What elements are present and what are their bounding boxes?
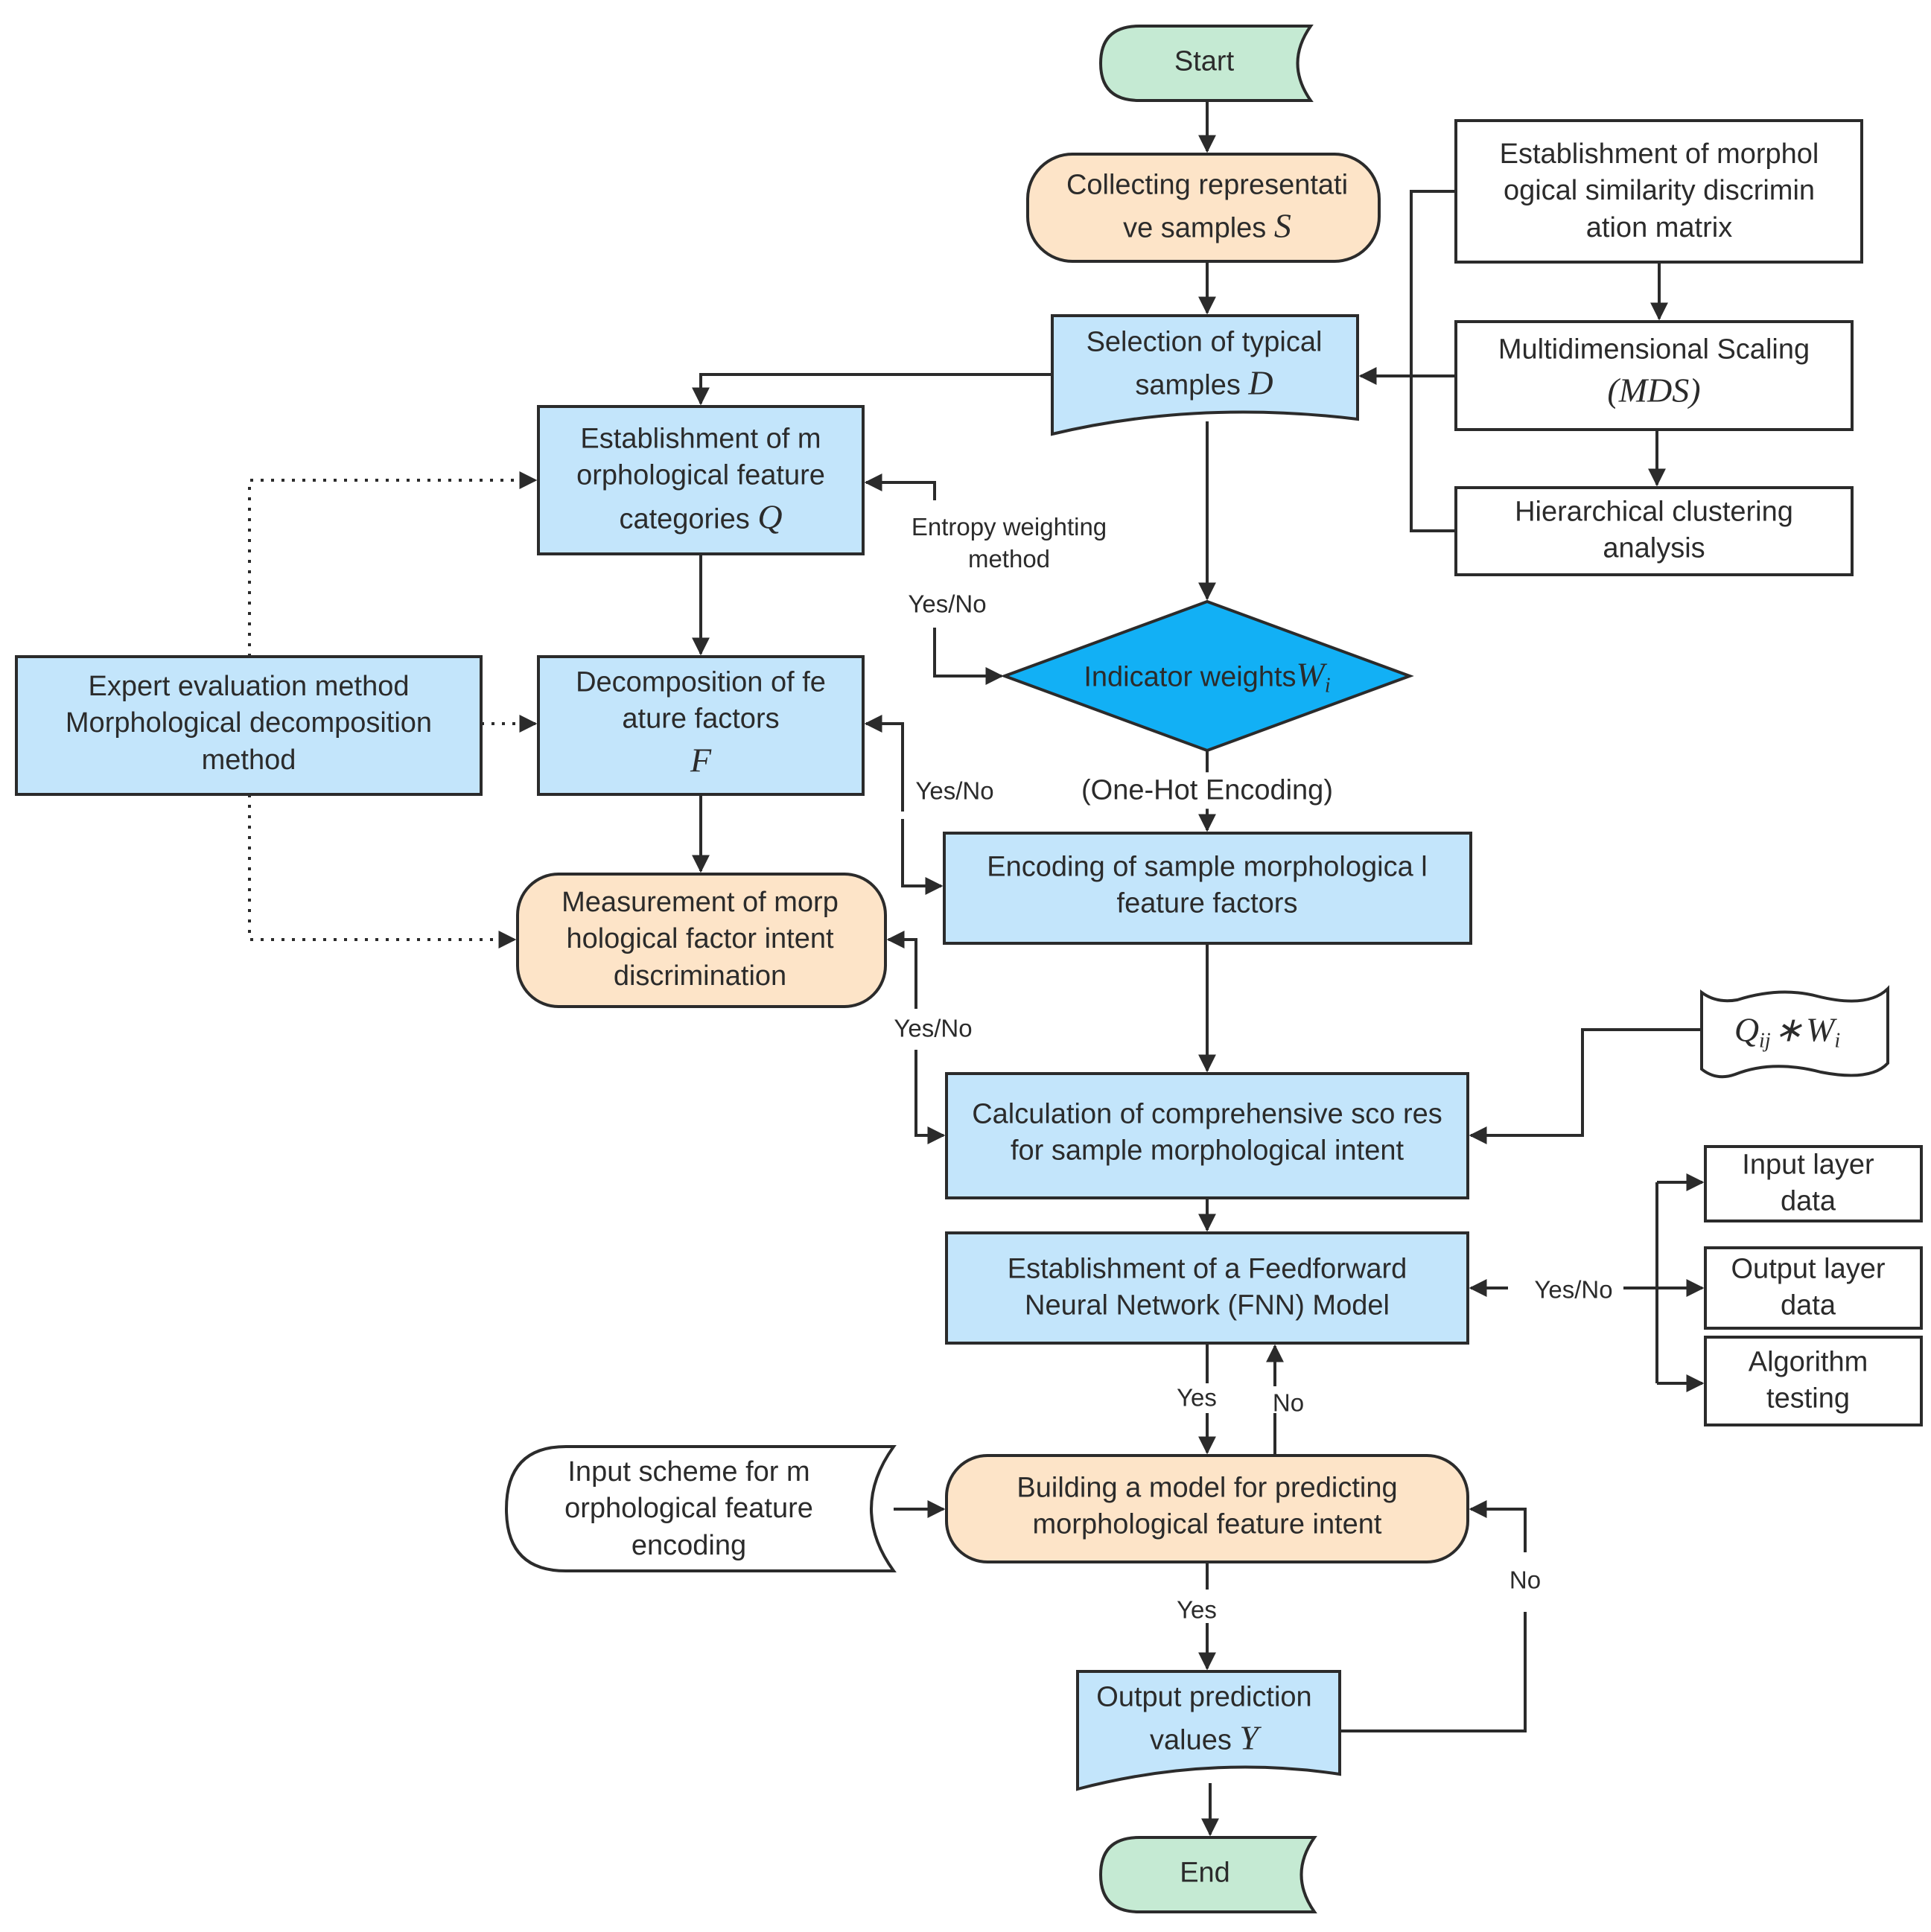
fnn-node	[945, 1231, 1469, 1345]
output-pred-node	[1076, 1670, 1341, 1791]
calculation-node	[945, 1072, 1469, 1199]
algorithm-node	[1704, 1336, 1923, 1426]
edge-measure-calc-down	[914, 1050, 946, 1144]
hierarchical-node	[1454, 486, 1854, 576]
edge-right-bracket	[1410, 190, 1456, 532]
output-layer-node	[1704, 1246, 1923, 1330]
edge-selection-categories	[692, 373, 1052, 406]
measurement-node	[516, 873, 887, 1008]
edge-yesno-indicator	[933, 628, 1004, 685]
indicator-node	[1000, 599, 1414, 753]
edge-decomp-encoding	[864, 715, 904, 812]
edge-entropy-yesno	[864, 474, 936, 500]
edge-qw-calc	[1469, 1028, 1702, 1144]
decomposition-node	[537, 655, 865, 796]
expert-node	[15, 655, 483, 796]
mds-node	[1454, 320, 1854, 431]
building-node	[945, 1454, 1469, 1563]
encoding-node	[943, 832, 1472, 945]
edge-expert-categories	[248, 471, 538, 657]
end-node	[1098, 1836, 1317, 1913]
input-layer-node	[1704, 1145, 1923, 1222]
collecting-node	[1026, 153, 1381, 263]
qw-node	[1700, 985, 1889, 1079]
similarity-matrix-node	[1454, 119, 1863, 264]
selection-node	[1051, 314, 1359, 436]
edge-measure-calc-up	[886, 931, 917, 1009]
edge-yesno2-encoding	[901, 819, 944, 895]
edge-expert-measure	[248, 794, 517, 949]
input-scheme-node	[504, 1445, 897, 1572]
edge-output-building-no	[1340, 1509, 1527, 1732]
categories-node	[537, 405, 865, 555]
start-node	[1098, 25, 1314, 102]
